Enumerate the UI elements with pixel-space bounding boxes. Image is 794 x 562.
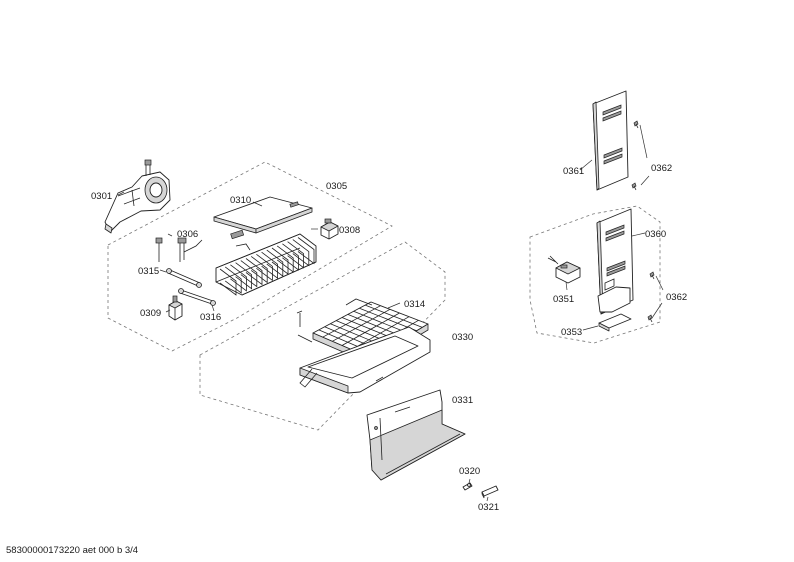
label-0321: 0321: [478, 502, 499, 513]
lower-rear-panel-part: [596, 208, 634, 315]
vent-slot: [602, 110, 622, 122]
coil-fin: [292, 239, 310, 267]
heater-wire-part: [177, 237, 203, 262]
vent-slot: [606, 265, 626, 277]
group-outline-0330: [199, 241, 446, 431]
vent-slot: [605, 224, 625, 236]
screw-set-lower-part: [647, 271, 655, 323]
vent-slot: [603, 147, 623, 159]
vent-slot: [605, 230, 625, 242]
label-0315: 0315: [138, 266, 159, 277]
heater-rod-part: [178, 288, 216, 306]
label-0316: 0316: [200, 312, 221, 323]
connector-block-part: [320, 218, 339, 240]
label-0353: 0353: [561, 327, 582, 338]
grid-bar: [332, 308, 391, 342]
grid-bar: [351, 316, 410, 351]
clip-part: [481, 485, 499, 499]
coil-fin: [235, 262, 252, 290]
coil-fin: [266, 249, 284, 277]
leader-lines: [117, 124, 664, 502]
coil-fin: [297, 237, 315, 265]
drain-channel-part: [299, 326, 431, 394]
label-0306: 0306: [177, 229, 198, 240]
group-outline-0305: [107, 161, 393, 352]
grid-bar: [322, 305, 381, 338]
label-0314: 0314: [404, 299, 425, 310]
upper-rear-panel-part: [592, 90, 629, 191]
label-0305: 0305: [326, 181, 347, 192]
coil-fin: [287, 241, 304, 269]
coil-fin: [224, 266, 242, 294]
coil-fin: [240, 260, 258, 288]
vent-slot: [603, 153, 623, 165]
evaporator-coil-part: [215, 233, 317, 296]
coil-fin: [230, 264, 247, 292]
coil-fin: [271, 247, 289, 275]
coil-fin: [256, 253, 273, 282]
coil-fin: [276, 245, 294, 273]
label-0331: 0331: [452, 395, 473, 406]
thermal-fuse-part: [168, 295, 183, 321]
label-0360: 0360: [645, 229, 666, 240]
label-0330: 0330: [452, 332, 473, 343]
label-0362-lower: 0362: [666, 292, 687, 303]
coil-fin: [219, 268, 237, 296]
label-0362-upper: 0362: [651, 163, 672, 174]
group-outline-0360: [529, 205, 661, 344]
defrost-sensor-part: [155, 237, 202, 288]
coil-fin: [282, 243, 299, 271]
grid-bar: [341, 312, 400, 346]
plug-part: [462, 482, 473, 491]
document-id-footer: 58300000173220 aet 000 b 3/4: [6, 545, 138, 556]
label-0309: 0309: [140, 308, 161, 319]
label-0310: 0310: [230, 195, 251, 206]
screw-set-upper-part: [631, 120, 639, 191]
coil-fin: [250, 256, 268, 284]
coil-fin: [245, 258, 263, 286]
label-0351: 0351: [553, 294, 574, 305]
lamp-cover-part: [598, 313, 632, 332]
lamp-socket-part: [547, 255, 581, 284]
vent-slot: [602, 104, 622, 116]
evaporator-cover-plate-part: [213, 196, 313, 240]
coil-fin: [261, 251, 278, 279]
deflector-panel-part: [366, 389, 466, 481]
fan-housing-part: [104, 159, 171, 234]
vent-slot: [606, 260, 626, 272]
label-0301: 0301: [91, 191, 112, 202]
label-0361: 0361: [563, 166, 584, 177]
label-0320: 0320: [459, 466, 480, 477]
label-0308: 0308: [339, 225, 360, 236]
